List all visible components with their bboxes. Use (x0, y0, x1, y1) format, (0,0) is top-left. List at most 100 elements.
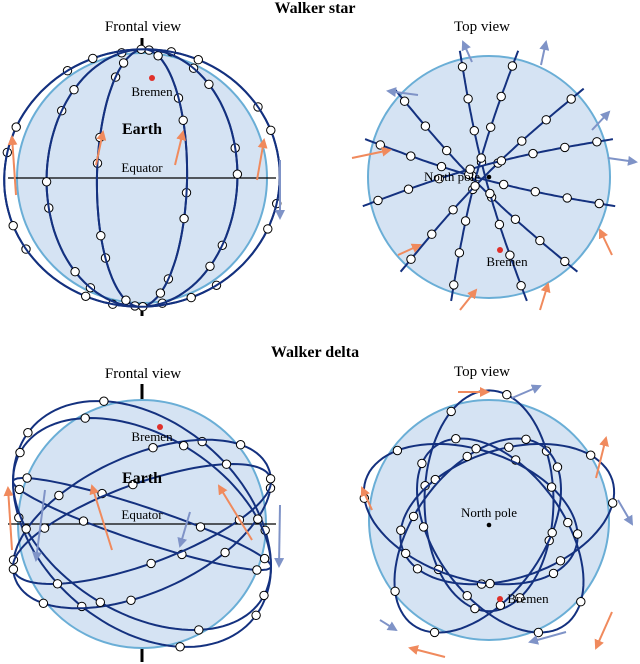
star-top-arrow (539, 282, 551, 311)
star-top-satellite (470, 181, 480, 191)
delta-top-satellite (462, 591, 472, 601)
delta-top-orbit-plane (415, 437, 585, 634)
star-top-satellite (476, 153, 486, 163)
star-top-satellite (566, 94, 576, 104)
delta-top-satellite (401, 548, 411, 559)
star-top-satellite (399, 96, 410, 106)
delta-top-satellite (429, 627, 440, 638)
delta-frontal-satellite (221, 459, 232, 469)
delta-frontal-equator-label: Equator (121, 507, 163, 522)
star-top-satellite (560, 142, 570, 153)
delta-frontal-satellite (259, 590, 269, 601)
star-top-arrow (459, 288, 478, 311)
star-frontal-panel: Frontal view Bremen Earth Equator (2, 19, 285, 316)
star-frontal-arrow (7, 135, 18, 196)
delta-top-bremen-marker (497, 596, 503, 602)
delta-top-orbit-plane (399, 443, 616, 586)
delta-frontal-view-label: Frontal view (105, 366, 181, 382)
star-top-arrow (607, 155, 638, 166)
star-frontal-earth-label: Earth (122, 121, 162, 138)
star-top-satellite (406, 254, 416, 264)
delta-frontal-satellite (253, 514, 263, 524)
star-frontal-arrow (95, 130, 107, 166)
delta-top-arrow (360, 486, 373, 511)
star-frontal-satellite (88, 53, 98, 64)
star-top-satellite (486, 122, 496, 132)
star-frontal-arrow (174, 130, 186, 166)
delta-frontal-satellite (22, 473, 32, 483)
star-top-satellite (594, 198, 604, 209)
delta-top-satellite (418, 522, 429, 532)
delta-top-panel: Top view North pole Bremen (359, 364, 634, 658)
star-top-satellite (530, 187, 540, 197)
star-north-pole-label: North pole (424, 169, 480, 184)
star-top-satellite (427, 229, 437, 239)
delta-top-satellite (547, 528, 557, 538)
delta-frontal-satellite (197, 436, 207, 447)
star-top-view-label: Top view (454, 19, 510, 35)
star-frontal-arrow (256, 138, 268, 181)
delta-top-satellite (572, 529, 583, 539)
star-top-satellite (505, 250, 515, 260)
walker-delta-title: Walker delta (271, 344, 359, 361)
delta-top-arrow (511, 384, 542, 399)
star-top-arrow (386, 87, 419, 98)
delta-top-satellite (462, 451, 472, 462)
star-top-satellite (406, 151, 416, 161)
star-frontal-satellite (193, 55, 204, 65)
delta-frontal-panel: Frontal view Bremen Earth Equator (3, 366, 285, 662)
star-top-bremen-marker (497, 247, 503, 253)
star-top-arrow (539, 40, 550, 66)
star-top-satellite (436, 161, 447, 172)
delta-top-satellite (495, 600, 506, 610)
delta-frontal-arrow (32, 489, 46, 562)
delta-frontal-satellite (21, 524, 31, 534)
delta-top-arrow (617, 499, 634, 526)
star-top-satellite (499, 179, 509, 190)
star-frontal-orbit-plane (3, 48, 281, 308)
star-top-satellite (449, 280, 459, 290)
delta-frontal-satellite (14, 484, 25, 495)
delta-top-satellite (521, 434, 531, 444)
star-frontal-satellite (8, 221, 18, 231)
star-top-arrow (397, 243, 422, 256)
star-frontal-satellite (232, 169, 243, 179)
star-frontal-satellite (178, 115, 188, 126)
delta-frontal-satellite (194, 625, 204, 635)
delta-frontal-arrow (274, 504, 285, 568)
star-top-panel: Top view North pole Bremen (351, 19, 638, 311)
star-top-orbit-plane (450, 50, 520, 302)
star-frontal-satellite (179, 213, 189, 224)
delta-frontal-satellite (265, 474, 276, 484)
star-top-satellite (469, 126, 479, 136)
delta-frontal-satellite (179, 441, 189, 451)
delta-frontal-satellite (23, 428, 33, 438)
delta-frontal-satellite (77, 601, 87, 612)
star-top-satellite (375, 140, 385, 150)
delta-frontal-satellite (128, 479, 138, 490)
star-top-satellite (562, 193, 572, 203)
delta-frontal-bremen-label: Bremen (131, 429, 173, 444)
star-frontal-satellite (118, 58, 129, 68)
delta-frontal-satellite (8, 564, 19, 574)
star-top-satellite (560, 256, 570, 267)
star-top-satellite (457, 62, 468, 72)
delta-frontal-satellite (15, 447, 25, 458)
star-frontal-satellite (121, 295, 131, 305)
star-top-satellite (434, 174, 444, 184)
star-frontal-satellite (186, 292, 196, 303)
delta-frontal-satellite (52, 579, 63, 589)
star-frontal-orbits (2, 44, 285, 312)
delta-frontal-arrow (89, 484, 113, 551)
delta-top-satellite (396, 525, 406, 535)
delta-top-satellite (446, 406, 456, 417)
delta-top-bremen-label: Bremen (507, 591, 549, 606)
star-frontal-equator-label: Equator (121, 160, 163, 175)
delta-top-satellite (533, 627, 544, 638)
star-top-satellite (463, 94, 473, 104)
delta-top-satellite (451, 434, 461, 444)
delta-top-arrow (595, 436, 609, 479)
delta-frontal-satellite (195, 522, 206, 532)
walker-star-title: Walker star (274, 0, 355, 17)
star-top-orbit-plane (399, 87, 585, 273)
